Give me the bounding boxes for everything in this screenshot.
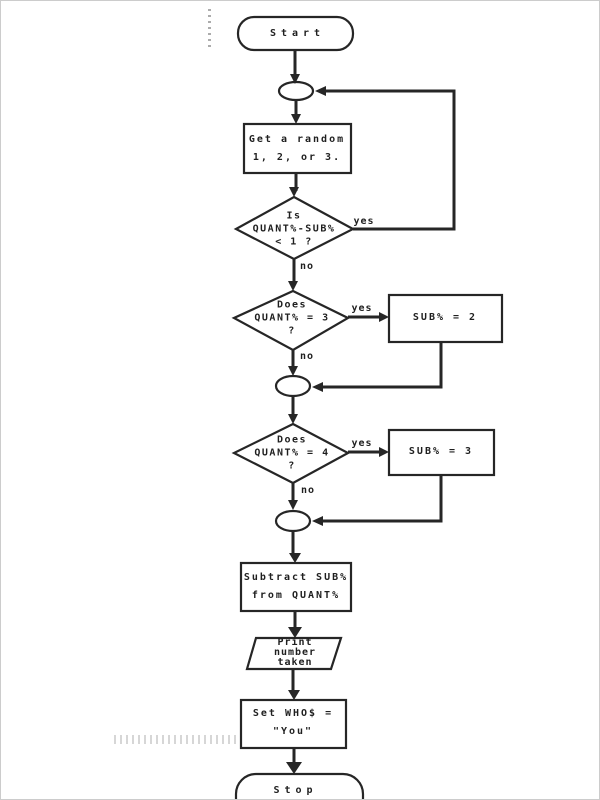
decision1-shape [233,195,356,261]
arrowhead-into-print [288,627,302,638]
decision2-shape [231,289,351,352]
edge-decision1-yes-loop [321,89,456,231]
arrowhead-into-connector3-right [312,516,323,526]
scan-artifact-dots [208,9,211,47]
connector2-shape [274,374,312,398]
arrowhead-into-sub2 [379,312,389,322]
process-sub2-shape [387,293,504,344]
io-print-shape [245,636,343,671]
process-sub3-shape [387,428,496,477]
arrowhead-into-connector1-top [290,74,300,84]
arrowhead-into-getrandom [291,114,301,124]
connector1-shape [277,80,315,102]
arrowhead-into-setwho [288,690,300,700]
arrowhead-into-stop [286,762,302,774]
arrowhead-into-connector2-right [312,382,323,392]
process-subtract-shape [239,561,353,613]
flow-shapes [231,15,504,799]
edge-sub2-to-connector2 [319,342,443,389]
connector3-shape [274,509,312,533]
edge-sub3-to-connector3 [319,475,443,523]
scan-artifact-smudge [114,735,239,744]
arrowheads [286,74,389,774]
process-setwho-shape [239,698,348,750]
terminal-start-shape [236,15,355,52]
decision3-shape [231,422,351,485]
arrowhead-into-decision1 [289,187,299,197]
terminal-stop-shape [234,772,365,799]
arrowhead-into-connector2-top [288,366,298,376]
arrowhead-into-sub3 [379,447,389,457]
arrowhead-into-connector3-top [288,500,298,510]
arrowhead-loop-into-connector1 [315,86,326,96]
arrowhead-into-decision3 [288,414,298,424]
arrowhead-into-subtract [289,553,301,563]
arrowhead-into-decision2 [288,281,298,291]
process-getrandom-shape [242,122,353,175]
